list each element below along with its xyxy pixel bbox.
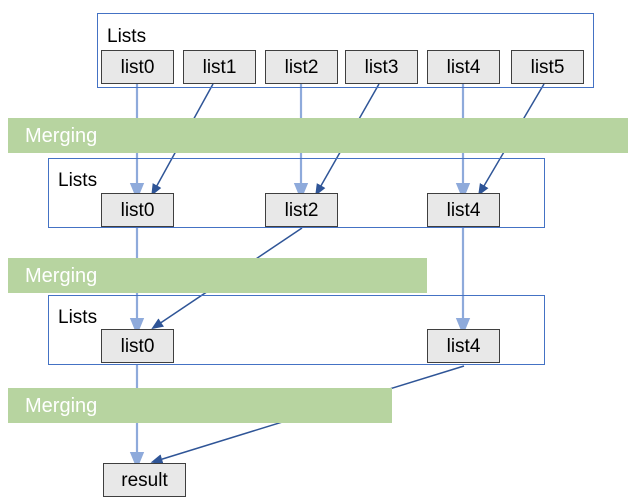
node-r1-list1[interactable]: list1 <box>183 50 256 84</box>
node-r3-list0-label: list0 <box>120 335 155 357</box>
merging-band-1-label: Merging <box>25 124 98 147</box>
node-r1-list1-label: list1 <box>202 56 237 78</box>
node-r2-list0-label: list0 <box>120 199 155 221</box>
node-r2-list4-label: list4 <box>446 199 481 221</box>
lists-caption-row-1: Lists <box>107 26 147 47</box>
node-r3-list4-label: list4 <box>446 335 481 357</box>
node-r1-list0-label: list0 <box>120 56 155 78</box>
node-r1-list3-label: list3 <box>364 56 399 78</box>
node-r2-list0[interactable]: list0 <box>101 193 174 227</box>
lists-caption-row-2: Lists <box>58 170 98 191</box>
node-r2-list2[interactable]: list2 <box>265 193 338 227</box>
merging-band-3-label: Merging <box>25 394 98 417</box>
node-r1-list5-label: list5 <box>530 56 565 78</box>
merging-band-2: Merging <box>8 258 427 293</box>
node-r1-list0[interactable]: list0 <box>101 50 174 84</box>
node-r2-list4[interactable]: list4 <box>427 193 500 227</box>
node-r1-list2-label: list2 <box>284 56 319 78</box>
node-result[interactable]: result <box>103 463 186 497</box>
merging-band-3: Merging <box>8 388 392 423</box>
node-r1-list4-label: list4 <box>446 56 481 78</box>
node-r1-list3[interactable]: list3 <box>345 50 418 84</box>
node-result-label: result <box>121 469 168 491</box>
node-r3-list0[interactable]: list0 <box>101 329 174 363</box>
merging-band-1: Merging <box>8 118 628 153</box>
merging-band-2-label: Merging <box>25 264 98 287</box>
node-r3-list4[interactable]: list4 <box>427 329 500 363</box>
node-r1-list5[interactable]: list5 <box>511 50 584 84</box>
node-r1-list2[interactable]: list2 <box>265 50 338 84</box>
node-r1-list4[interactable]: list4 <box>427 50 500 84</box>
lists-caption-row-3: Lists <box>58 307 98 328</box>
node-r2-list2-label: list2 <box>284 199 319 221</box>
